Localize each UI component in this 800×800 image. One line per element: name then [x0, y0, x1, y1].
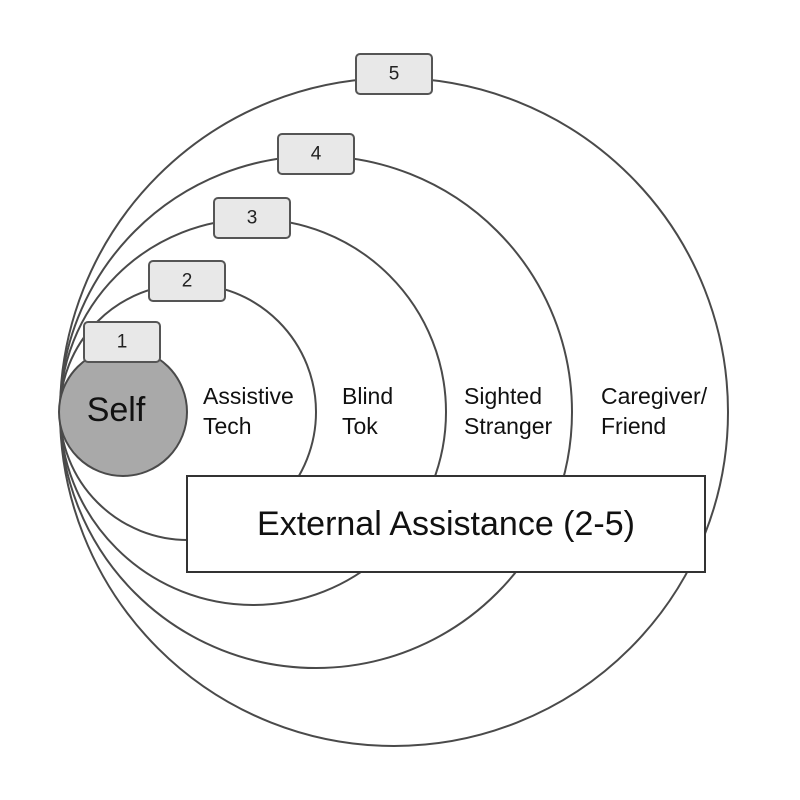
ring-label-level-4-line-2: Stranger	[464, 413, 553, 439]
level-badge-1: 1	[83, 321, 161, 363]
level-badge-4: 4	[277, 133, 355, 175]
ring-label-level-3-line-2: Tok	[342, 413, 378, 439]
level-badge-number-3: 3	[247, 208, 258, 229]
level-badge-box-2	[148, 260, 226, 302]
ring-label-level-4-line-1: Sighted	[464, 383, 542, 409]
external-assistance-label: External Assistance (2-5)	[257, 505, 635, 543]
level-badge-3: 3	[213, 197, 291, 239]
ring-label-level-2-line-1: Assistive	[203, 383, 294, 409]
level-badge-number-5: 5	[389, 64, 400, 85]
external-assistance-rect	[186, 475, 706, 573]
level-badge-box-1	[83, 321, 161, 363]
ring-label-level-2-line-2: Tech	[203, 413, 252, 439]
external-assistance-box: External Assistance (2-5)	[186, 475, 706, 573]
ring-label-level-5-line-1: Caregiver/	[601, 383, 708, 409]
self-node: Self	[58, 347, 188, 477]
level-badge-5: 5	[355, 53, 433, 95]
level-badge-box-4	[277, 133, 355, 175]
ring-label-level-5-line-2: Friend	[601, 413, 666, 439]
level-badge-number-4: 4	[311, 144, 322, 165]
self-label: Self	[87, 391, 146, 429]
level-badge-number-1: 1	[117, 332, 128, 353]
level-badge-number-2: 2	[182, 271, 193, 292]
level-badges: 1 2 3 4 5	[83, 53, 433, 363]
level-badge-box-5	[355, 53, 433, 95]
level-badge-box-3	[213, 197, 291, 239]
level-badge-2: 2	[148, 260, 226, 302]
ring-label-level-3-line-1: Blind	[342, 383, 393, 409]
